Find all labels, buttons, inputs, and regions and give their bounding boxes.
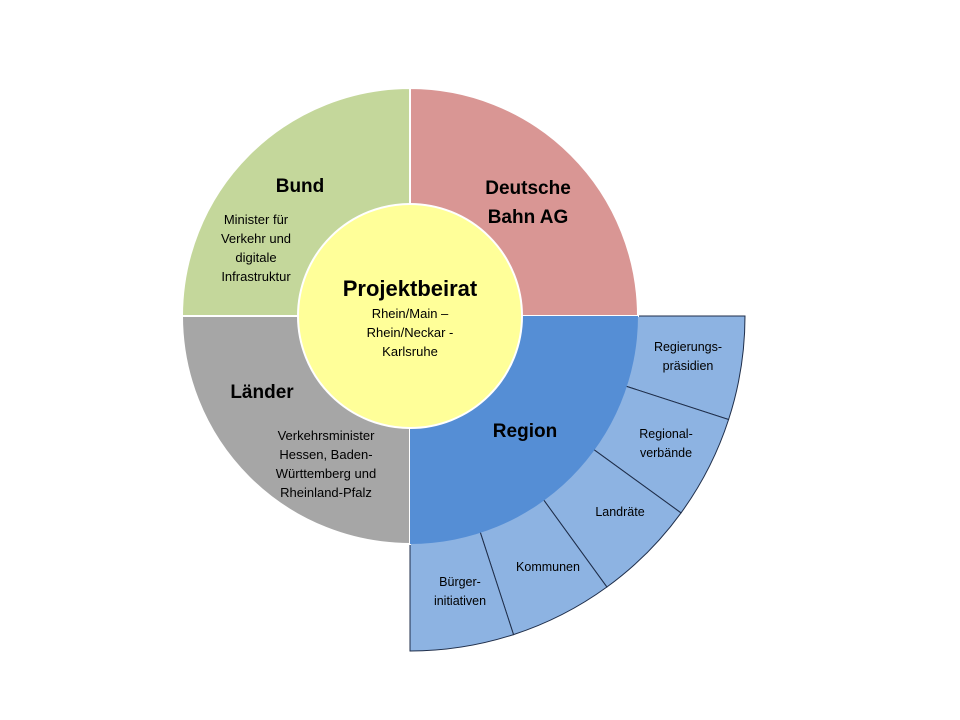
center-line: Rhein/Neckar - xyxy=(367,325,454,340)
bund-title: Bund xyxy=(276,176,325,197)
bahn-title-line: Bahn AG xyxy=(488,207,569,228)
bund-line: digitale xyxy=(235,250,276,265)
region-labels: Region Regierungs- präsidien Regional- v… xyxy=(434,340,722,608)
bund-line: Infrastruktur xyxy=(221,269,291,284)
region-outer-label: Bürger- xyxy=(439,575,481,589)
center-labels: Projektbeirat Rhein/Main – Rhein/Neckar … xyxy=(343,276,478,359)
center-circle xyxy=(297,203,523,429)
laender-title: Länder xyxy=(230,382,294,403)
bahn-labels: Deutsche Bahn AG xyxy=(485,178,571,228)
region-title: Region xyxy=(493,421,557,442)
region-outer-label: initiativen xyxy=(434,594,486,608)
center-line: Rhein/Main – xyxy=(372,306,449,321)
bund-labels: Bund Minister für Verkehr und digitale I… xyxy=(221,176,324,284)
laender-line: Rheinland-Pfalz xyxy=(280,485,372,500)
region-outer-label: verbände xyxy=(640,446,692,460)
laender-line: Hessen, Baden- xyxy=(279,447,372,462)
center-line: Karlsruhe xyxy=(382,344,438,359)
diagram-shapes xyxy=(180,86,746,652)
region-outer-label: Regierungs- xyxy=(654,340,722,354)
bund-line: Minister für xyxy=(224,212,289,227)
region-outer-label: Landräte xyxy=(595,505,644,519)
center-title: Projektbeirat xyxy=(343,276,478,301)
bund-line: Verkehr und xyxy=(221,231,291,246)
laender-line: Württemberg und xyxy=(276,466,376,481)
bahn-title-line: Deutsche xyxy=(485,178,571,199)
laender-labels: Länder Verkehrsminister Hessen, Baden- W… xyxy=(230,382,376,500)
laender-line: Verkehrsminister xyxy=(278,428,375,443)
region-outer-label: Kommunen xyxy=(516,560,580,574)
region-outer-label: Regional- xyxy=(639,427,693,441)
region-outer-label: präsidien xyxy=(663,359,714,373)
